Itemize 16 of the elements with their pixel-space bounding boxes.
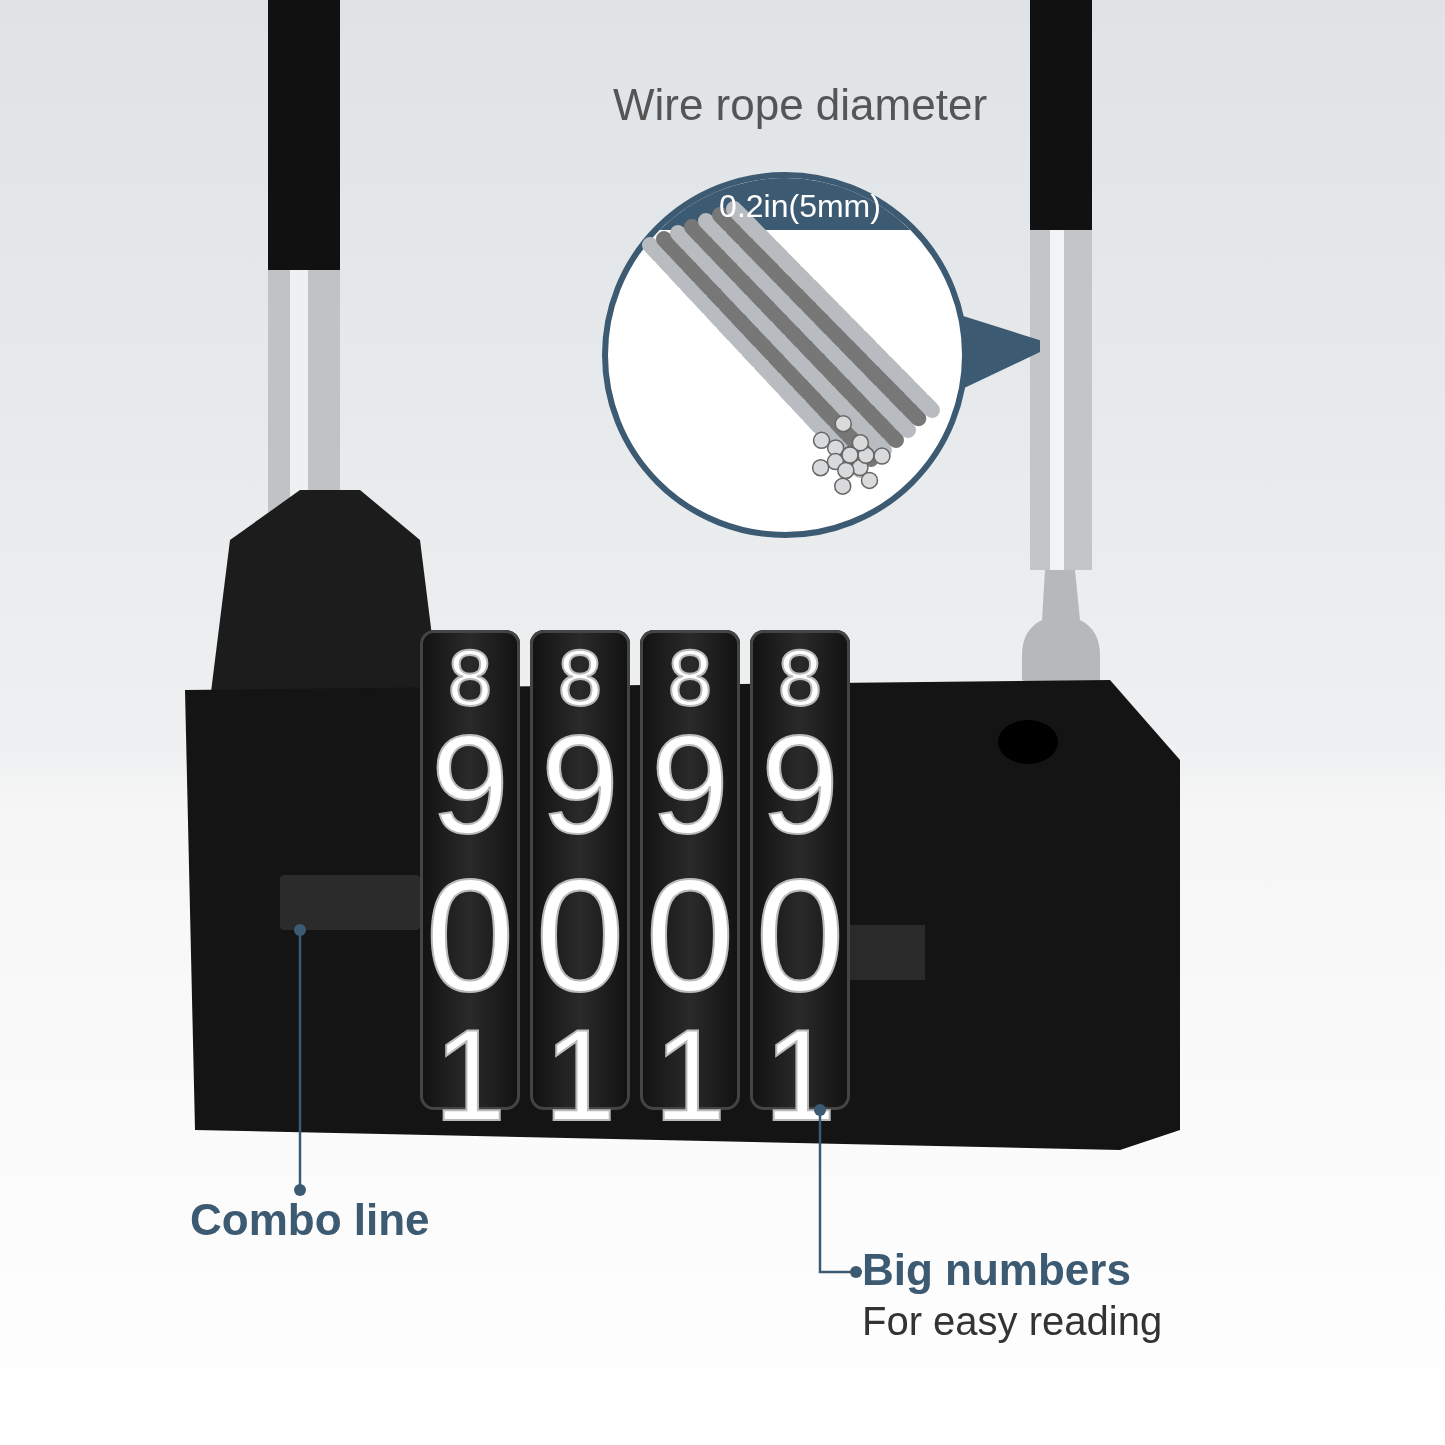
dial-digit: 8 bbox=[666, 638, 714, 718]
callout-title: Combo line bbox=[190, 1195, 430, 1245]
dial-digit: 9 bbox=[760, 715, 840, 855]
dial-digit: 9 bbox=[540, 715, 620, 855]
dimension-label: 0.2in(5mm) bbox=[718, 188, 882, 225]
dial-digit: 8 bbox=[446, 638, 494, 718]
callout-heading: Wire rope diameter bbox=[611, 80, 989, 130]
dial-digit: 9 bbox=[650, 715, 730, 855]
dial-digit: 9 bbox=[430, 715, 510, 855]
callout-title: Big numbers bbox=[862, 1245, 1132, 1295]
combo-slot bbox=[280, 875, 420, 930]
callout-text: For easy reading bbox=[862, 1299, 1163, 1344]
dial-digit: 8 bbox=[556, 638, 604, 718]
dial-digit: 8 bbox=[776, 638, 824, 718]
leader-line bbox=[814, 1104, 862, 1278]
leader-line bbox=[294, 924, 306, 1196]
